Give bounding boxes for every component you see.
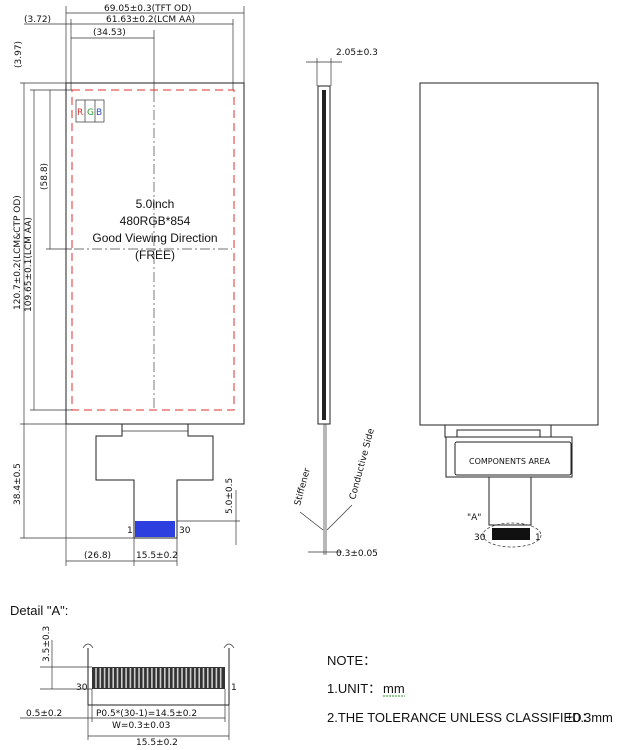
note-tolerance-value: ±0.3mm bbox=[566, 710, 613, 725]
contact-finger bbox=[142, 668, 145, 688]
contact-finger bbox=[138, 668, 140, 688]
notes-block: NOTE： 1.UNIT： mm 2.THE TOLERANCE UNLESS … bbox=[327, 653, 613, 725]
detail-a-callout: "A" bbox=[467, 513, 481, 523]
contact-finger bbox=[185, 668, 188, 688]
detail-a-title: Detail "A": bbox=[10, 603, 68, 618]
note-unit-label: 1.UNIT： bbox=[327, 681, 381, 696]
contact-finger bbox=[189, 668, 192, 688]
contact-finger bbox=[211, 668, 213, 688]
conductive-side-label: Conductive Side bbox=[348, 427, 377, 501]
module-thickness-dimension: 2.05±0.3 bbox=[336, 48, 378, 58]
contact-height-dimension: 3.5±0.3 bbox=[42, 626, 52, 662]
contact-finger bbox=[129, 668, 132, 688]
detail-a-view: Detail "A": 30 1 3.5±0.3 0.5±0.2 P0.5*(3… bbox=[10, 603, 237, 748]
contact-finger bbox=[181, 668, 183, 688]
fpc-thickness-dimension: 0.3±0.05 bbox=[336, 549, 378, 559]
lcm-aa-vertical-dimension: 109.65±0.1(LCM AA) bbox=[24, 217, 34, 312]
viewing-direction-text: Good Viewing Direction bbox=[92, 231, 217, 245]
viewing-direction-free-text: (FREE) bbox=[135, 248, 175, 262]
contact-finger bbox=[176, 668, 179, 688]
contact-finger bbox=[155, 668, 157, 688]
contact-finger bbox=[125, 668, 127, 688]
contact-finger bbox=[168, 668, 170, 688]
contact-finger bbox=[108, 668, 110, 688]
detail-pin-left: 30 bbox=[76, 683, 88, 693]
contact-finger bbox=[219, 668, 222, 688]
side-view: 2.05±0.3 Stiffener Conductive Side 0.3±0… bbox=[293, 48, 378, 559]
front-pin-first: 1 bbox=[127, 526, 133, 536]
contact-finger bbox=[198, 668, 200, 688]
components-area-label: COMPONENTS AREA bbox=[469, 457, 551, 466]
screen-size-text: 5.0inch bbox=[136, 197, 175, 211]
tft-od-dimension: 69.05±0.3(TFT OD) bbox=[104, 4, 192, 14]
note-unit-value: mm bbox=[383, 681, 405, 696]
half-height-dimension: (58.8) bbox=[40, 163, 50, 190]
stiffener-label: Stiffener bbox=[293, 467, 313, 507]
contact-length-dimension: 5.0±0.5 bbox=[225, 478, 235, 514]
subpixel-g-label: G bbox=[87, 108, 94, 118]
contact-finger bbox=[95, 668, 97, 688]
contact-finger bbox=[116, 668, 119, 688]
detail-total-width-dimension: 15.5±0.2 bbox=[136, 738, 178, 748]
contact-finger bbox=[146, 668, 149, 688]
subpixel-b-label: B bbox=[96, 108, 102, 118]
contact-finger bbox=[172, 668, 175, 688]
contact-finger bbox=[121, 668, 123, 688]
detail-contact-fingers bbox=[92, 667, 225, 689]
contact-finger bbox=[159, 668, 162, 688]
lcm-ctp-od-dimension: 120.7±0.2(LCM&CTP OD) bbox=[13, 195, 23, 310]
contact-finger bbox=[99, 668, 102, 688]
contact-finger bbox=[164, 668, 166, 688]
contact-finger bbox=[215, 668, 218, 688]
offset-3-72-dimension: (3.72) bbox=[24, 15, 51, 25]
subpixel-r-label: R bbox=[77, 108, 83, 118]
pitch-dimension: P0.5*(30-1)=14.5±0.2 bbox=[96, 709, 197, 719]
contact-finger bbox=[194, 668, 196, 688]
back-view: COMPONENTS AREA 30 1 "A" bbox=[419, 82, 599, 548]
contact-finger bbox=[151, 668, 153, 688]
fpc-offset-dimension: (26.8) bbox=[84, 551, 111, 561]
note-title: NOTE： bbox=[327, 653, 376, 668]
half-width-dimension: (34.53) bbox=[93, 28, 126, 38]
finger-width-dimension: W=0.3±0.03 bbox=[112, 721, 170, 731]
contact-finger bbox=[202, 668, 205, 688]
contact-finger bbox=[133, 668, 136, 688]
note-tolerance-label: 2.THE TOLERANCE UNLESS CLASSIFIED： bbox=[327, 710, 595, 725]
front-view: 69.05±0.3(TFT OD) 61.63±0.2(LCM AA) (3.7… bbox=[13, 4, 245, 566]
resolution-text: 480RGB*854 bbox=[120, 214, 191, 228]
detail-pin-right: 1 bbox=[231, 683, 237, 693]
contact-finger bbox=[103, 668, 106, 688]
contact-finger bbox=[112, 668, 114, 688]
fpc-length-dimension: 38.4±0.5 bbox=[13, 463, 23, 505]
offset-3-97-dimension: (3.97) bbox=[14, 41, 24, 68]
back-pin-first: 1 bbox=[535, 533, 541, 543]
edge-offset-dimension: 0.5±0.2 bbox=[26, 709, 62, 719]
front-pin-last: 30 bbox=[179, 526, 191, 536]
contact-finger bbox=[207, 668, 209, 688]
back-pin-last: 30 bbox=[474, 533, 486, 543]
lcm-aa-dimension: 61.63±0.2(LCM AA) bbox=[106, 15, 195, 25]
fpc-width-dimension: 15.5±0.2 bbox=[136, 551, 178, 561]
fpc-contact-pad bbox=[135, 521, 175, 537]
back-contact-pad bbox=[492, 528, 530, 540]
